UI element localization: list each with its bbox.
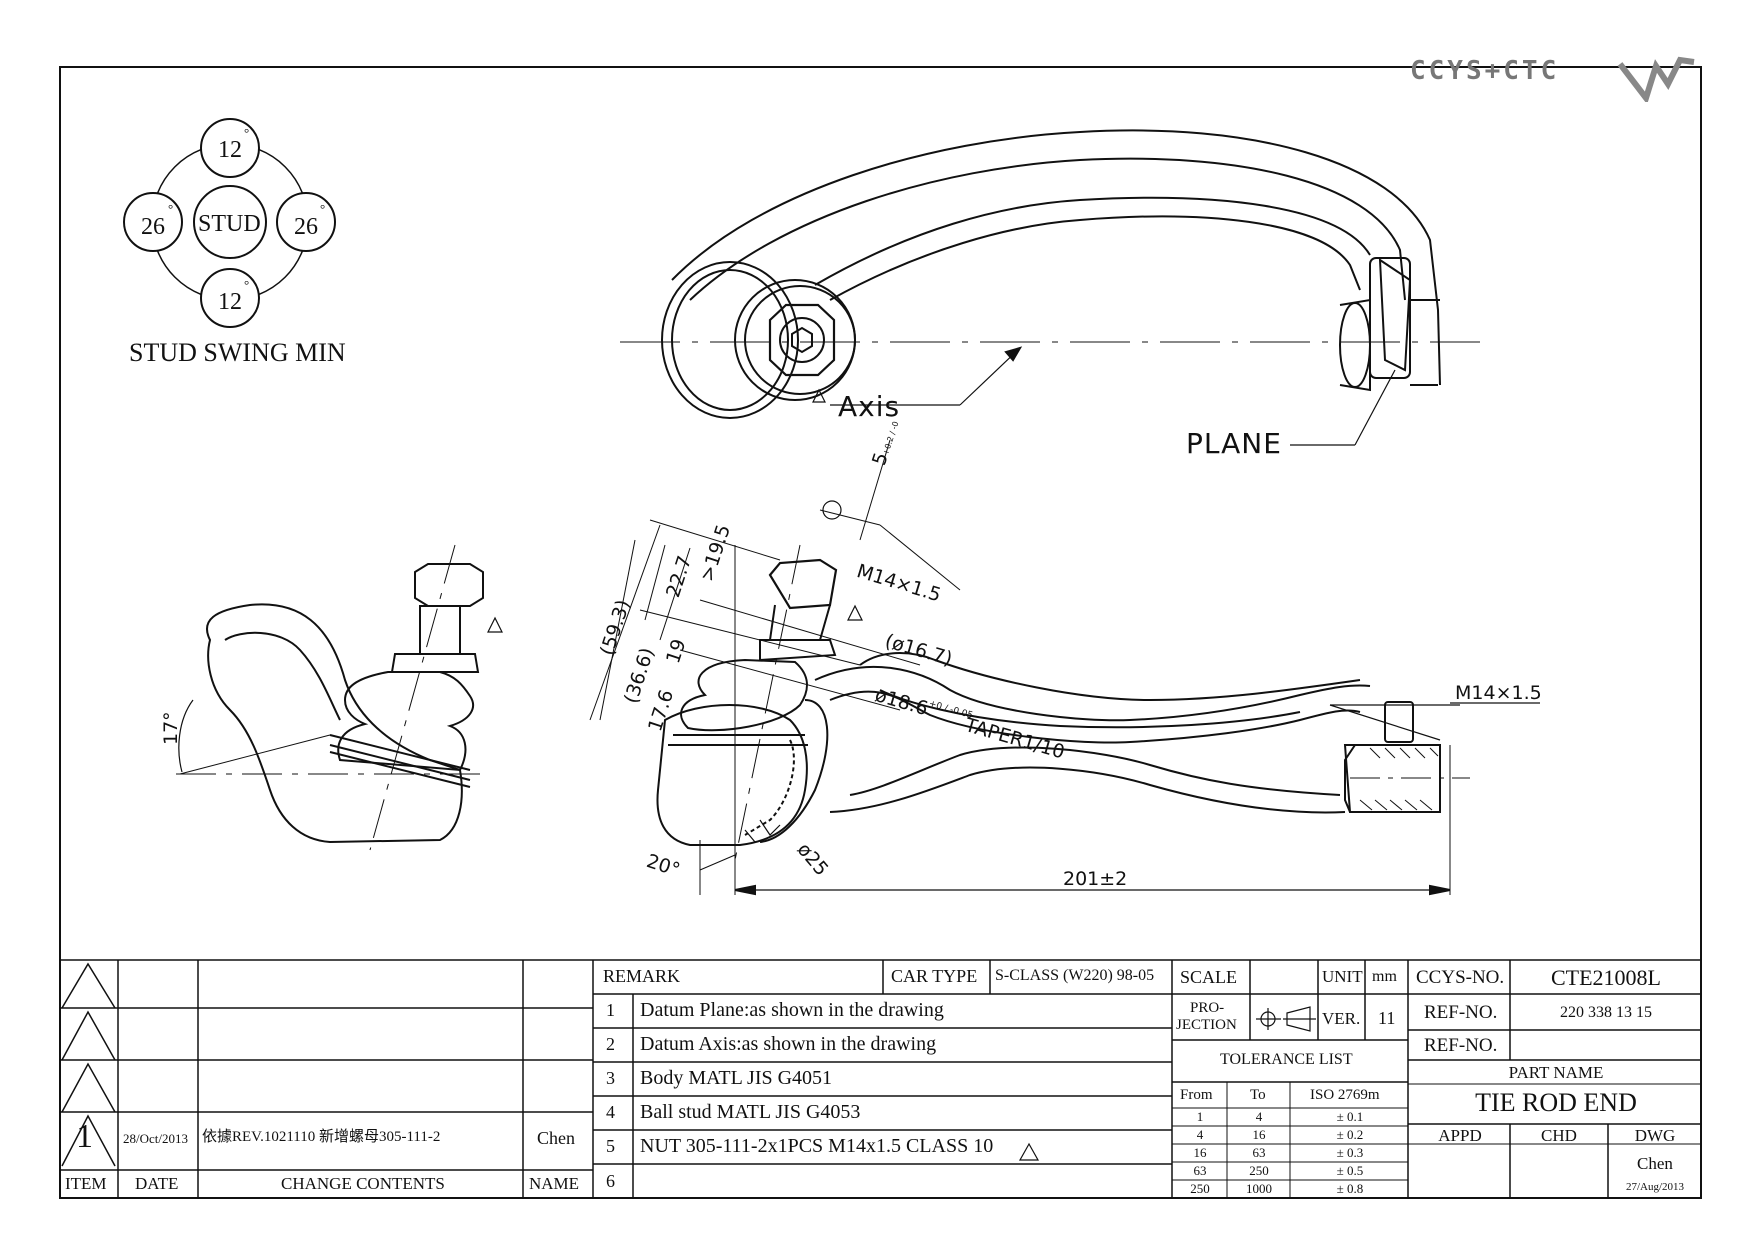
remark-header: REMARK	[603, 966, 681, 986]
revision-contents: 依據REV.1021110 新增螺母305-111-2	[202, 1129, 441, 1145]
tolerance-row-4-value: ± 0.5	[1336, 1163, 1364, 1178]
ref-no-label-2: REF-NO.	[1424, 1035, 1498, 1056]
unit-label: UNIT	[1322, 967, 1363, 986]
car-type-value: S-CLASS (W220) 98-05	[995, 967, 1155, 984]
plane-label: PLANE	[1186, 427, 1282, 460]
swing-caption: STUD SWING MIN	[129, 338, 346, 367]
stud-swing-diagram	[123, 118, 336, 328]
ccys-no-value: CTE21008L	[1551, 965, 1661, 990]
logo-text: CCYS+CTC	[1410, 56, 1560, 86]
tolerance-row-3-to: 63	[1252, 1145, 1266, 1160]
header-name: NAME	[529, 1174, 580, 1193]
swing-center-label: STUD	[198, 211, 261, 237]
scale-label: SCALE	[1180, 967, 1238, 987]
axis-label: Axis	[838, 390, 901, 423]
tolerance-row-4-from: 63	[1193, 1163, 1207, 1178]
tolerance-row-1-to: 4	[1255, 1109, 1263, 1124]
revision-mark: 1	[76, 1118, 93, 1155]
version-label: VER.	[1322, 1009, 1361, 1028]
swing-right-degree: °	[320, 201, 326, 216]
checked-label: CHD	[1541, 1126, 1577, 1145]
swing-right-value: 26	[294, 214, 318, 240]
projection-label-1: PRO-	[1190, 1000, 1225, 1016]
remark-text-5: NUT 305-111-2x1PCS M14x1.5 CLASS 10	[640, 1135, 994, 1157]
ref-no-value-1: 220 338 13 15	[1560, 1004, 1652, 1021]
tolerance-header-from: From	[1180, 1087, 1213, 1103]
remark-text-3: Body MATL JIS G4051	[640, 1067, 833, 1089]
tolerance-header-iso: ISO 2769m	[1310, 1087, 1380, 1103]
side-view-left	[176, 544, 503, 851]
tolerance-row-5-from: 250	[1190, 1181, 1210, 1196]
swing-left-degree: °	[168, 201, 174, 216]
header-item: ITEM	[65, 1174, 107, 1193]
top-view	[620, 129, 1480, 446]
drawn-label: DWG	[1634, 1126, 1676, 1145]
swing-bottom-value: 12	[218, 289, 242, 315]
tolerance-row-1-from: 1	[1196, 1109, 1204, 1124]
tolerance-title: TOLERANCE LIST	[1220, 1051, 1353, 1068]
projection-label-2: JECTION	[1176, 1017, 1237, 1033]
remark-no-2: 2	[606, 1034, 615, 1054]
part-name-label: PART NAME	[1508, 1063, 1604, 1082]
remark-no-4: 4	[606, 1102, 615, 1122]
projection-symbol-icon	[1256, 1006, 1316, 1032]
version-value: 11	[1378, 1008, 1396, 1028]
tolerance-row-3-from: 16	[1193, 1145, 1207, 1160]
thread-callout-right: M14×1.5	[1455, 682, 1542, 704]
unit-value: mm	[1372, 968, 1397, 985]
tolerance-row-5-to: 1000	[1246, 1181, 1272, 1196]
swing-left-value: 26	[141, 214, 165, 240]
approved-label: APPD	[1438, 1126, 1482, 1145]
revision-date: 28/Oct/2013	[123, 1131, 188, 1146]
remark-no-5: 5	[606, 1136, 615, 1156]
swing-top-value: 12	[218, 137, 242, 163]
drawn-by: Chen	[1637, 1154, 1673, 1173]
swing-top-degree: °	[244, 125, 250, 140]
front-view	[589, 439, 1540, 896]
swing-bottom-degree: °	[244, 277, 250, 292]
tolerance-row-2-from: 4	[1196, 1127, 1204, 1142]
company-logo: CCYS+CTC	[1410, 52, 1700, 102]
header-change-contents: CHANGE CONTENTS	[281, 1174, 445, 1193]
remark-no-1: 1	[606, 1000, 615, 1020]
tolerance-row-5-value: ± 0.8	[1336, 1181, 1364, 1196]
drawn-date: 27/Aug/2013	[1625, 1181, 1685, 1193]
tolerance-row-2-to: 16	[1252, 1127, 1266, 1142]
tolerance-row-3-value: ± 0.3	[1336, 1145, 1364, 1160]
title-block-grid	[59, 959, 1702, 1199]
remark-text-2: Datum Axis:as shown in the drawing	[640, 1033, 937, 1055]
ccys-no-label: CCYS-NO.	[1416, 967, 1505, 988]
remark-no-6: 6	[606, 1171, 615, 1191]
logo-mark-icon	[1617, 56, 1695, 102]
tolerance-header-to: To	[1250, 1087, 1266, 1103]
warning-triangle-icon	[1018, 1142, 1040, 1161]
drawing-frame	[59, 66, 1702, 1199]
remark-text-4: Ball stud MATL JIS G4053	[640, 1101, 861, 1123]
ref-no-label-1: REF-NO.	[1424, 1002, 1498, 1023]
tolerance-row-1-value: ± 0.1	[1336, 1109, 1364, 1124]
revision-name: Chen	[537, 1128, 575, 1148]
angle-17-label: 17°	[160, 711, 182, 745]
remark-text-1: Datum Plane:as shown in the drawing	[640, 999, 944, 1021]
tolerance-row-4-to: 250	[1249, 1163, 1269, 1178]
car-type-label: CAR TYPE	[891, 966, 978, 986]
tolerance-row-2-value: ± 0.2	[1336, 1127, 1364, 1142]
remark-no-3: 3	[606, 1068, 615, 1088]
length-dimension: 201±2	[1063, 868, 1128, 890]
part-name-value: TIE ROD END	[1475, 1088, 1637, 1117]
header-date: DATE	[135, 1174, 179, 1193]
